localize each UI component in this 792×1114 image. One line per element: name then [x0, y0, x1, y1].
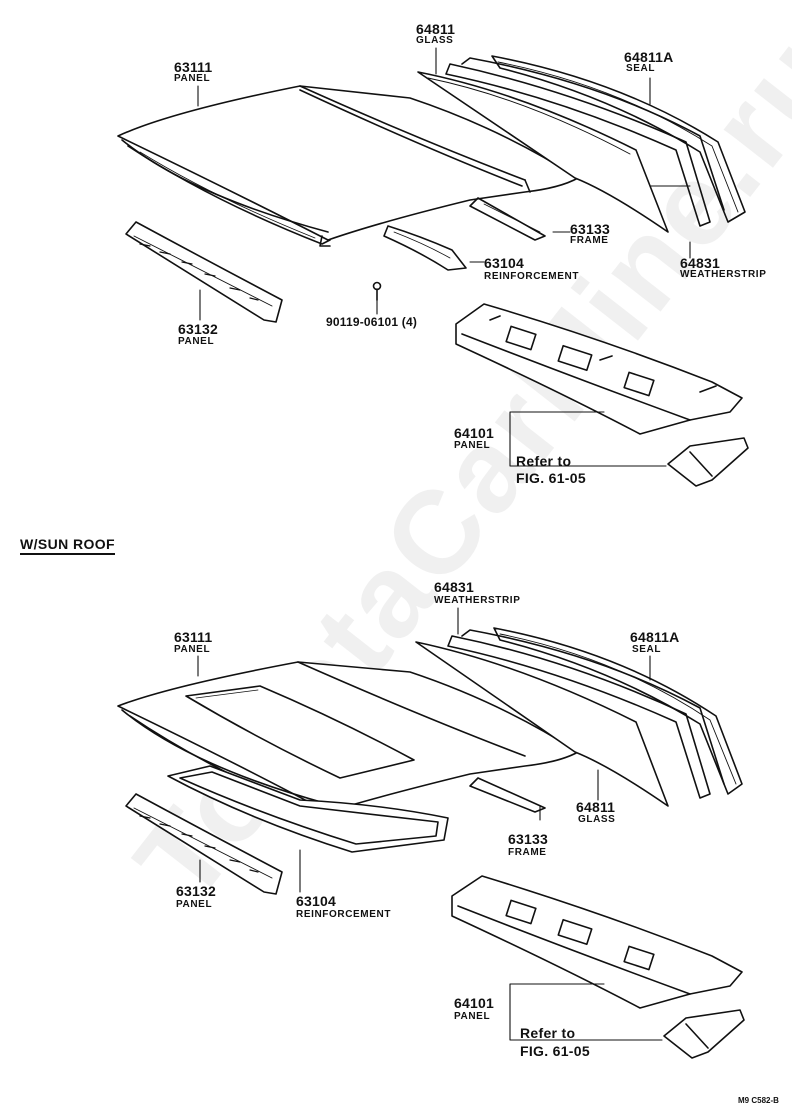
label-63111-top: 63111	[174, 59, 213, 75]
ref-line1-top: Refer to	[516, 453, 572, 469]
leader-lines-bottom	[197, 607, 663, 1041]
label-bolt-top: 90119-06101 (4)	[326, 315, 418, 329]
label-seal-top: SEAL	[626, 63, 656, 74]
label-panel-top: PANEL	[174, 73, 211, 84]
label-frame-top: FRAME	[570, 235, 609, 246]
label-panel3-bottom: PANEL	[454, 1011, 491, 1022]
back-panel-top[interactable]	[455, 303, 743, 435]
label-reinforcement-top: REINFORCEMENT	[484, 271, 580, 282]
label-64831-top: 64831	[680, 255, 720, 271]
label-frame-bottom: FRAME	[508, 847, 547, 858]
label-63111-bottom: 63111	[174, 629, 213, 645]
bolt-top[interactable]	[372, 281, 382, 301]
rear-glass-bottom[interactable]	[415, 641, 669, 807]
leader-lines-top	[197, 47, 691, 467]
weatherstrip-bottom[interactable]	[447, 629, 725, 799]
label-64831-bottom: 64831	[434, 579, 474, 595]
label-panel-bottom: PANEL	[174, 644, 211, 655]
roof-panel-top[interactable]	[117, 85, 579, 247]
label-seal-bottom: SEAL	[632, 644, 662, 655]
label-63104-bottom: 63104	[296, 893, 336, 909]
label-63133-top: 63133	[570, 221, 610, 237]
label-glass-bottom: GLASS	[578, 814, 616, 825]
label-weatherstrip-top: WEATHERSTRIP	[680, 269, 767, 280]
ref-line2-bottom[interactable]: FIG. 61-05	[520, 1043, 590, 1059]
footer-code: M9 C582-B	[738, 1096, 779, 1105]
section-title-sun-roof: W/SUN ROOF	[20, 536, 115, 555]
label-63132-top: 63132	[178, 321, 218, 337]
label-64811-bottom: 64811	[576, 799, 616, 815]
label-glass-top: GLASS	[416, 35, 454, 46]
label-reinforcement-bottom: REINFORCEMENT	[296, 909, 392, 920]
frame-top[interactable]	[469, 197, 546, 241]
seal-top[interactable]	[491, 55, 746, 223]
front-panel-top[interactable]	[125, 221, 283, 323]
label-63104-top: 63104	[484, 255, 524, 271]
hinge-bracket-top[interactable]	[667, 437, 749, 487]
frame-bottom[interactable]	[469, 777, 546, 813]
front-panel-bottom[interactable]	[125, 793, 283, 895]
label-panel2-bottom: PANEL	[176, 899, 213, 910]
label-63133-bottom: 63133	[508, 831, 548, 847]
rear-glass-top[interactable]	[417, 71, 669, 233]
label-weatherstrip-bottom: WEATHERSTRIP	[434, 595, 521, 606]
label-panel3-top: PANEL	[454, 440, 491, 451]
label-64101-bottom: 64101	[454, 995, 494, 1011]
weatherstrip-top[interactable]	[445, 57, 725, 227]
hinge-bracket-bottom[interactable]	[663, 1009, 745, 1059]
label-64811-top: 64811	[416, 21, 456, 37]
label-64101-top: 64101	[454, 425, 494, 441]
ref-line2-top[interactable]: FIG. 61-05	[516, 470, 586, 486]
reinforcement-top[interactable]	[383, 225, 467, 271]
label-panel2-top: PANEL	[178, 336, 215, 347]
label-64811a-bottom: 64811A	[630, 629, 680, 645]
back-panel-bottom[interactable]	[451, 875, 743, 1009]
label-64811a-top: 64811A	[624, 49, 674, 65]
ref-line1-bottom: Refer to	[520, 1025, 576, 1041]
reinforcement-bottom[interactable]	[167, 765, 449, 853]
label-63132-bottom: 63132	[176, 883, 216, 899]
